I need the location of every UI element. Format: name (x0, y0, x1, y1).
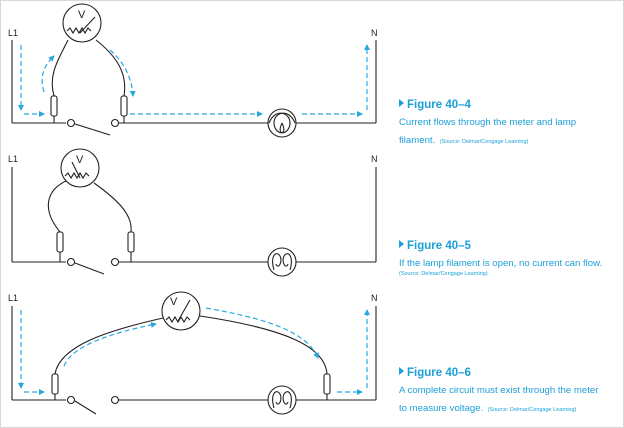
voltmeter: V (60, 148, 100, 188)
probe-right (120, 95, 128, 117)
n-label: N (371, 293, 378, 303)
n-label: N (371, 154, 378, 164)
meter-symbol: V (170, 296, 178, 308)
meter-symbol: V (78, 9, 86, 21)
voltmeter: V (161, 291, 201, 331)
meter-resistor (64, 171, 90, 180)
probe-left (51, 373, 59, 395)
meter-resistor (165, 315, 191, 324)
lamp-open-filament (267, 247, 297, 277)
lamp-open-filament (267, 385, 297, 415)
switch-blade (74, 123, 111, 136)
probe-right (127, 231, 135, 253)
probe-right (323, 373, 331, 395)
meter-needle (177, 299, 191, 322)
circuit-figure-40-4: L1 N V (8, 3, 378, 138)
meter-resistor (66, 26, 92, 35)
figure-source: (Source: Delmar/Cengage Learning) (487, 407, 577, 413)
figure-heading-text: Figure 40–4 (407, 99, 471, 111)
figure-caption-40-4: Figure 40–4 Current flows through the me… (399, 99, 609, 148)
caption-marker-icon (399, 99, 404, 107)
caption-marker-icon (399, 367, 404, 375)
caption-marker-icon (399, 240, 404, 248)
lamp (267, 108, 297, 138)
figure-caption-40-6: Figure 40–6 A complete circuit must exis… (399, 367, 609, 416)
figure-heading-text: Figure 40–5 (407, 240, 471, 252)
figure-heading-text: Figure 40–6 (407, 367, 471, 379)
l1-label: L1 (8, 28, 18, 38)
switch-blade (74, 262, 105, 275)
n-label: N (371, 28, 378, 38)
voltmeter: V (62, 3, 102, 43)
circuit-figure-40-5: L1 N V (8, 148, 378, 277)
figure-heading: Figure 40–6 (399, 367, 609, 379)
figure-source: (Source: Delmar/Cengage Learning) (399, 271, 488, 277)
circuit-figure-40-6: L1 N V (8, 291, 378, 415)
current-flow-arrows-40-6 (18, 307, 370, 395)
figure-heading: Figure 40–5 (399, 240, 609, 252)
figure-text: A complete circuit must exist through th… (399, 385, 599, 414)
current-flow-arrows-40-4 (18, 44, 370, 117)
l1-label: L1 (8, 293, 18, 303)
l1-label: L1 (8, 154, 18, 164)
meter-symbol: V (76, 154, 84, 166)
probe-left (50, 95, 58, 117)
figure-text: Current flows through the meter and lamp… (399, 117, 577, 146)
probe-left (56, 231, 64, 253)
switch-blade (74, 400, 97, 415)
figure-text: If the lamp filament is open, no current… (399, 258, 603, 269)
figure-caption-40-5: Figure 40–5 If the lamp filament is open… (399, 240, 609, 277)
figure-source: (Source: Delmar/Cengage Learning) (439, 139, 529, 145)
meter-needle (79, 16, 96, 34)
figure-heading: Figure 40–4 (399, 99, 609, 111)
